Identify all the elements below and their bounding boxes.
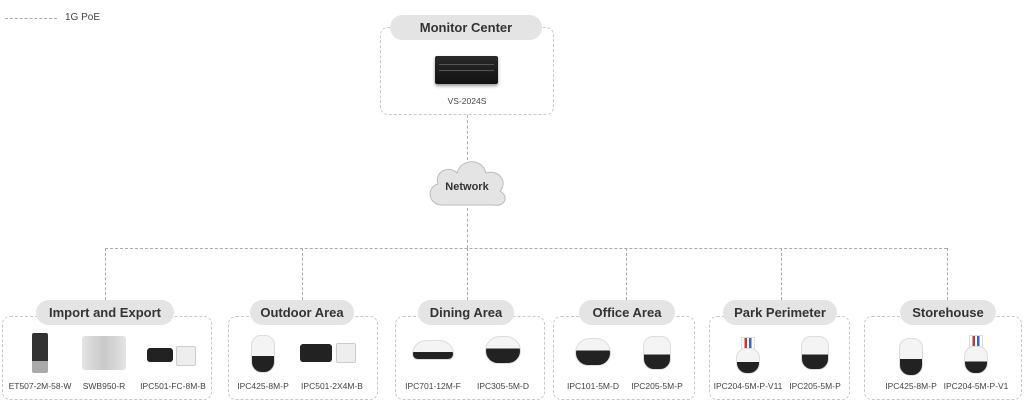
- dome-camera-image: [485, 336, 521, 364]
- ptz-camera-image: [899, 338, 923, 376]
- connector-line: [467, 115, 468, 160]
- device-label: IPC425-8M-P: [237, 381, 289, 391]
- group-title: Park Perimeter: [723, 300, 837, 325]
- group-title: Outdoor Area: [250, 300, 354, 325]
- ptz-camera-image: [643, 336, 671, 370]
- camera-mount-image: [336, 343, 356, 363]
- network-cloud-icon: [429, 161, 506, 206]
- connector-line: [626, 248, 627, 300]
- connector-line: [302, 248, 303, 300]
- device-label: IPC205-5M-P: [789, 381, 841, 391]
- device-label: IPC101-5M-D: [567, 381, 619, 391]
- device-label: SWB950-R: [82, 381, 126, 391]
- monitor-center-title: Monitor Center: [390, 15, 542, 40]
- poe-legend-line: [5, 18, 57, 19]
- group-title: Office Area: [579, 300, 675, 325]
- device-label: IPC204-5M-P-V1: [943, 381, 1009, 391]
- connector-line: [781, 248, 782, 300]
- connector-line: [467, 248, 468, 300]
- group-title: Dining Area: [418, 300, 514, 325]
- poe-legend-label: 1G PoE: [65, 12, 101, 23]
- device-label: IPC305-5M-D: [477, 381, 529, 391]
- bullet-camera-image: [300, 344, 332, 362]
- ptz-camera-image: [964, 346, 988, 374]
- connector-line: [105, 248, 106, 300]
- bus-line: [105, 248, 947, 249]
- device-label: IPC205-5M-P: [631, 381, 683, 391]
- device-label: IPC701-12M-F: [405, 381, 461, 391]
- device-label: IPC501-FC-8M-B: [140, 381, 206, 391]
- dome-camera-image: [575, 338, 611, 366]
- network-label: Network: [445, 181, 489, 193]
- connector-line: [467, 208, 468, 248]
- bullet-camera-image: [147, 348, 173, 362]
- group-title: Import and Export: [36, 300, 174, 325]
- camera-mount-image: [176, 346, 196, 366]
- fisheye-camera-image: [412, 340, 454, 360]
- device-label: IPC204-5M-P-V11: [713, 381, 783, 391]
- connector-line: [947, 248, 948, 300]
- ptz-camera-image: [801, 336, 829, 370]
- device-label: IPC501-2X4M-B: [301, 381, 363, 391]
- turnstile-image: [82, 336, 126, 370]
- access-terminal-image: [32, 333, 48, 373]
- device-label: IPC425-8M-P: [885, 381, 937, 391]
- nvr-device-image: [435, 56, 498, 84]
- group-title: Storehouse: [900, 300, 996, 325]
- ptz-camera-image: [251, 335, 275, 373]
- device-label: ET507-2M-58-W: [8, 381, 72, 391]
- ptz-camera-image: [736, 348, 760, 374]
- nvr-device-label: VS-2024S: [447, 96, 487, 106]
